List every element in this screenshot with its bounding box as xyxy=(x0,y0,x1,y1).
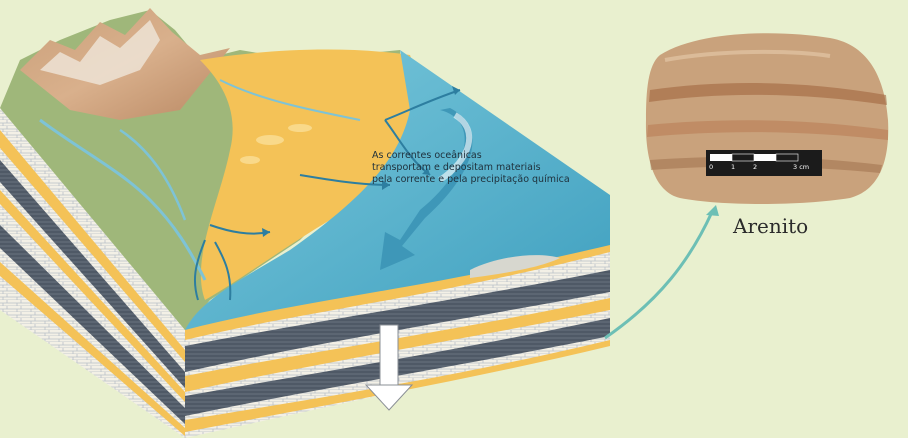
scale-label-1: 1 xyxy=(731,163,735,171)
annotation-line-1: As correntes oceânicas xyxy=(372,150,632,162)
scale-label-2: 2 xyxy=(753,163,757,171)
annotation-line-3: pela corrente e pela precipitação químic… xyxy=(372,174,632,186)
sample-caption: Arenito xyxy=(733,214,808,238)
scale-label-0: 0 xyxy=(709,163,713,171)
ocean-currents-annotation: As correntes oceânicas transportam e dep… xyxy=(372,150,632,186)
annotation-line-2: transportam e depositam materiais xyxy=(372,162,632,174)
scale-label-3: 3 cm xyxy=(793,163,809,171)
sandstone-sample xyxy=(646,33,888,204)
scale-bar: 0 1 2 3 cm xyxy=(706,150,822,176)
pointer-arrow xyxy=(605,205,719,338)
